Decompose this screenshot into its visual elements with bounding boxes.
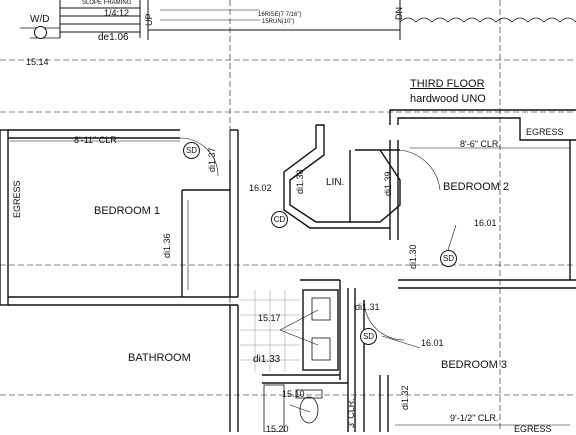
bathroom-walls [229, 279, 349, 432]
bedroom2-dimension: 8'-6" CLR. [460, 139, 501, 149]
tag-di130: di1.30 [408, 244, 418, 269]
tag-di139: di1.39 [383, 171, 393, 196]
ref-1517: 15.17 [258, 313, 281, 323]
room-linen: LIN. [326, 177, 345, 188]
bedroom2-walls [389, 109, 576, 289]
egress-right: EGRESS [526, 127, 564, 137]
closet-dimension: 3' CLR. [346, 398, 356, 428]
tag-di136: di1.36 [162, 233, 172, 258]
smoke-detector-2: SD [440, 250, 457, 267]
floor-title: THIRD FLOOR [410, 78, 485, 90]
ref-1602: 16.02 [249, 183, 272, 193]
room-bedroom2: BEDROOM 2 [443, 181, 510, 193]
floor-finish: hardwood UNO [410, 93, 486, 105]
bedroom3-dimension: 9'-1/2" CLR. [450, 413, 499, 423]
smoke-detector-3: SD [360, 328, 377, 345]
room-bedroom1: BEDROOM 1 [94, 205, 161, 217]
ref-1510: 15.10 [282, 389, 305, 399]
toilet [299, 396, 319, 424]
bedroom3-walls [354, 288, 389, 432]
tag-di132: di1.32 [400, 385, 410, 410]
ref-1601b: 16.01 [421, 338, 444, 348]
slope-framing-label: SLOPE FRAMING [82, 0, 132, 6]
soffit-line [399, 17, 576, 23]
egress-left: EGRESS [12, 180, 22, 218]
co-detector: CD [271, 211, 288, 228]
stair-up-label: UP [144, 13, 154, 26]
tag-di138: di1.38 [295, 169, 305, 194]
sink-upper [311, 297, 331, 321]
linen-walls [283, 124, 401, 229]
sink-lower [311, 337, 331, 361]
egress-bottom-right: EGRESS [514, 424, 552, 434]
tag-de106: de1.06 [98, 32, 129, 43]
stair-treads [59, 0, 401, 40]
washer-dryer-label: W/D [30, 14, 50, 25]
washer-dryer-symbol [34, 26, 47, 39]
run-note: 15RUN(10") [262, 19, 295, 25]
bedroom1-walls [0, 129, 239, 306]
room-bathroom: BATHROOM [128, 352, 191, 364]
slope-value: 1/4:12 [104, 8, 130, 18]
room-bedroom3: BEDROOM 3 [441, 359, 508, 371]
riser-note: 16RISE(7 7/16") [258, 12, 302, 18]
bedroom1-dimension: 8'-11" CLR [74, 135, 117, 145]
ref-1601a: 16.01 [474, 218, 497, 228]
ref-1514: 15.14 [26, 57, 49, 67]
smoke-detector-1: SD [183, 142, 200, 159]
ref-1520: 15.20 [266, 424, 289, 434]
tag-di137: di1.37 [207, 147, 217, 172]
stair-dn-label: DN [394, 7, 404, 20]
tag-di131: di1.31 [355, 302, 380, 312]
tag-di133: di1.33 [253, 354, 281, 365]
